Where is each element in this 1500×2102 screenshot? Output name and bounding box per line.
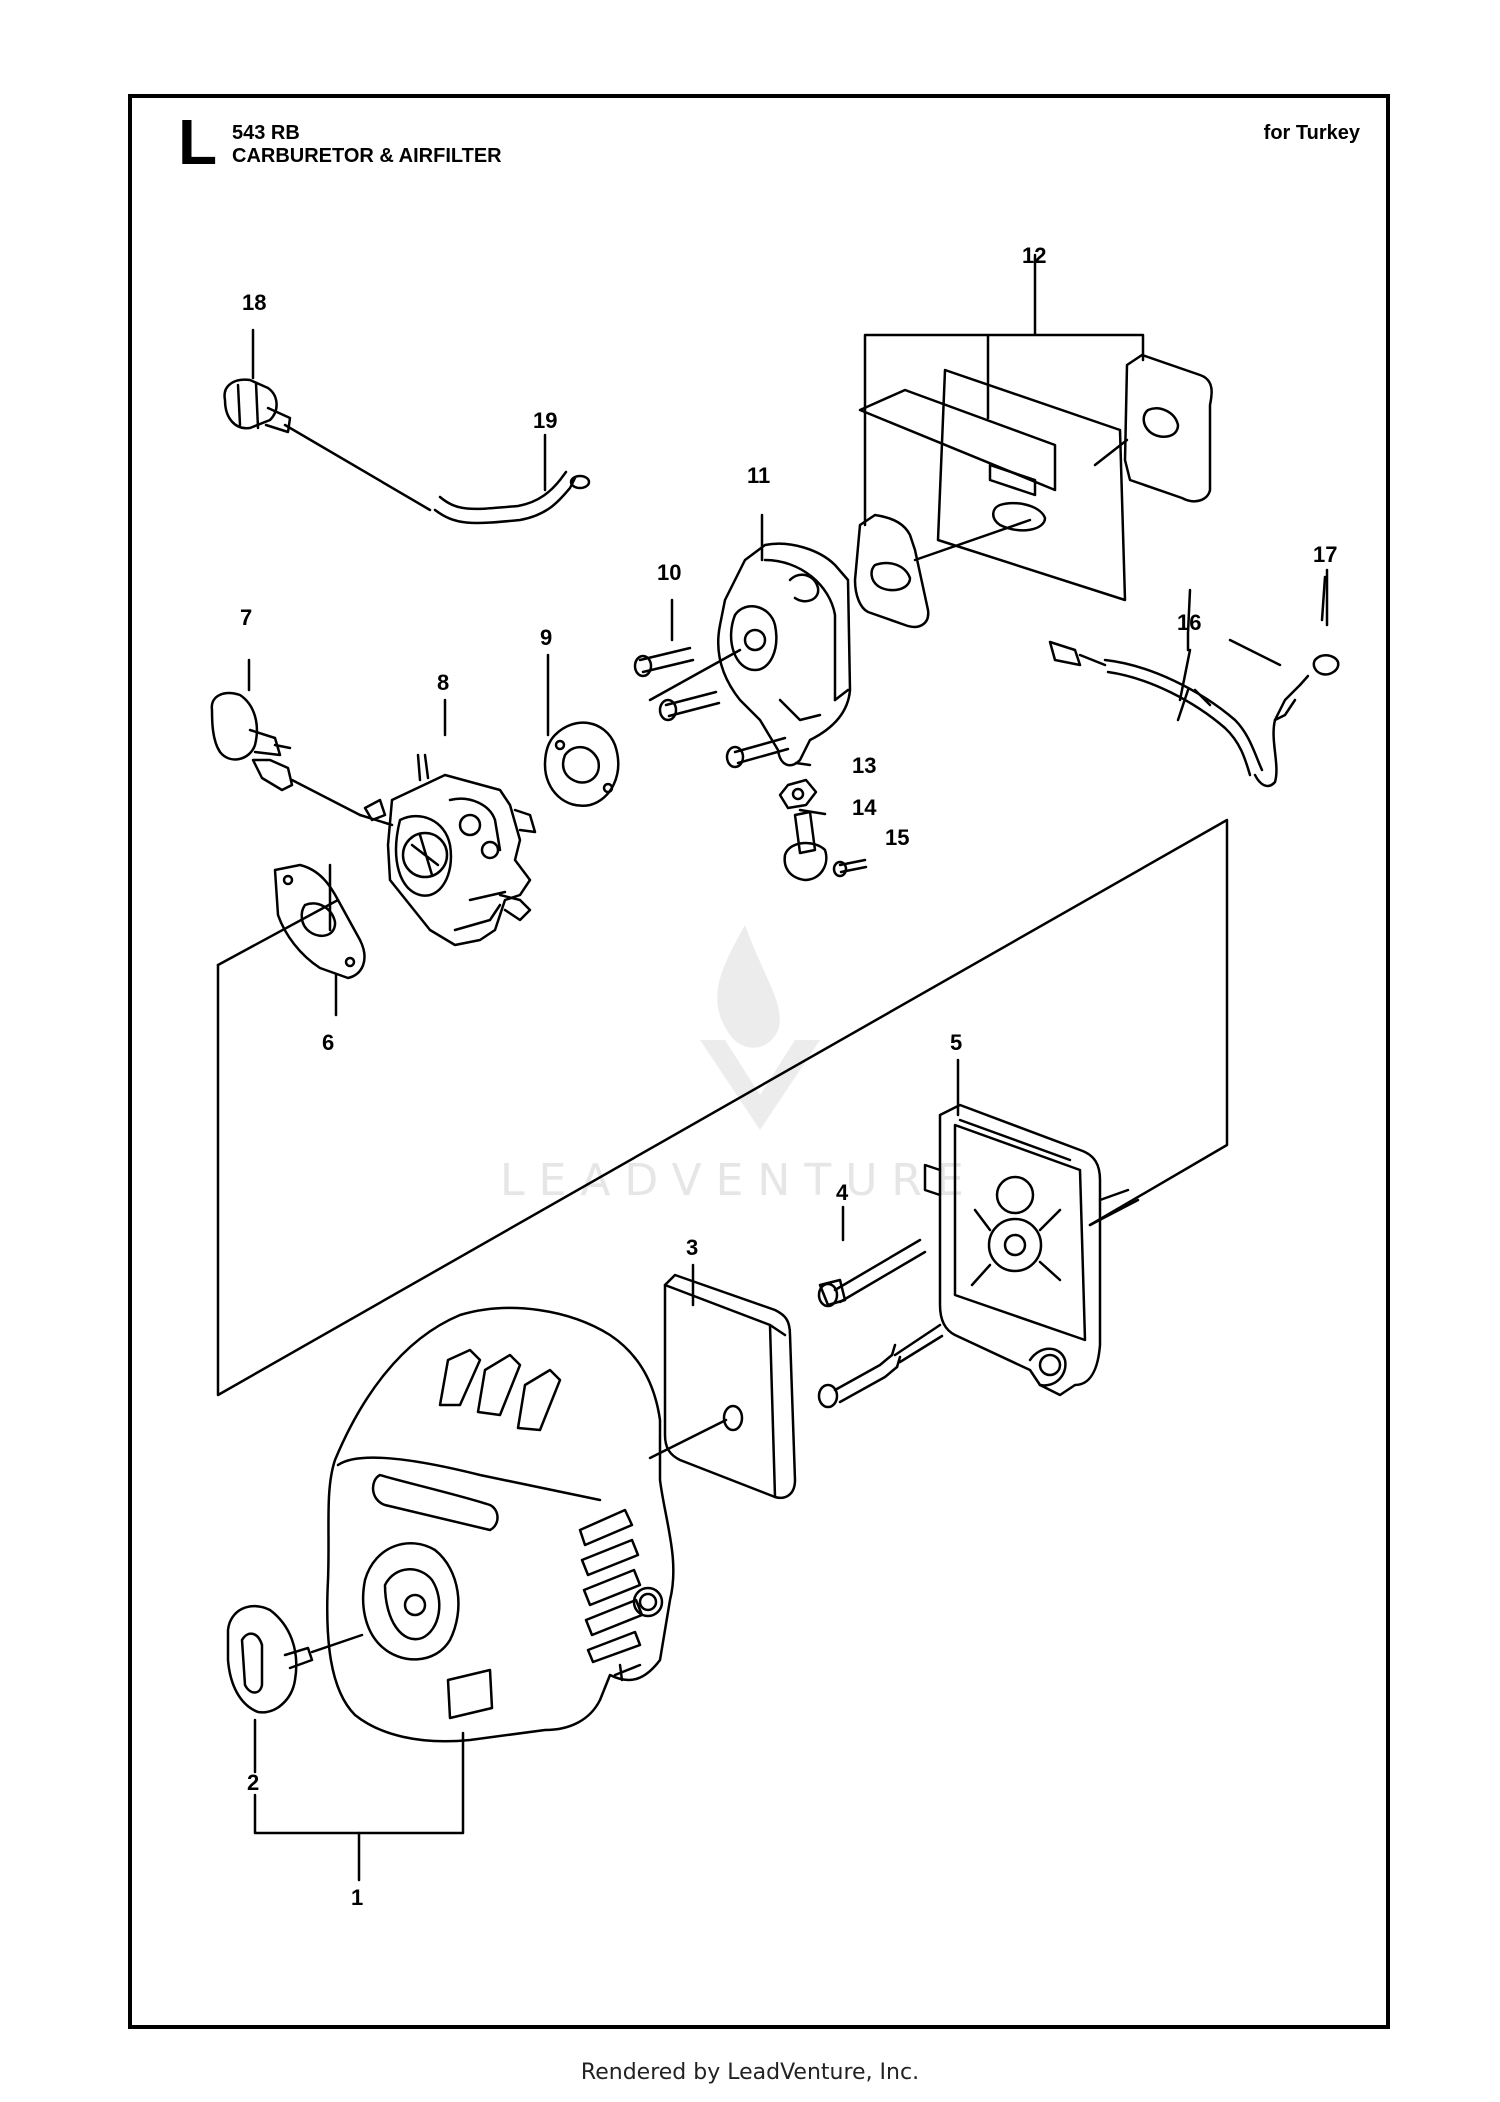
callout-labels: 1 2 3 4 5 6 7 8 9 10 11 12 13 14 15 16 1… <box>240 243 1337 1910</box>
part-cover-knob <box>226 1604 364 1714</box>
watermark-flame-icon <box>717 925 780 1048</box>
part-gasket-plate-set <box>853 353 1213 629</box>
model-name: 543 RB <box>232 122 300 144</box>
part-nut <box>778 778 818 810</box>
part-filter-bolts <box>817 1238 944 1409</box>
part-small-screw <box>832 858 868 878</box>
part-insulator-gasket <box>273 863 366 980</box>
callout-5: 5 <box>950 1030 962 1055</box>
callout-15: 15 <box>885 825 909 850</box>
callout-9: 9 <box>540 625 552 650</box>
callout-2: 2 <box>247 1770 259 1795</box>
watermark: LEADVENTURE <box>500 925 978 1206</box>
part-carburetor-adapter <box>648 542 852 767</box>
callout-6: 6 <box>322 1030 334 1055</box>
part-throttle-cable <box>1048 640 1340 788</box>
part-carburetor <box>358 753 537 947</box>
section-title: CARBURETOR & AIRFILTER <box>232 145 502 167</box>
watermark-text: LEADVENTURE <box>500 1155 978 1206</box>
callout-14: 14 <box>852 795 877 820</box>
part-screws-m5 <box>633 646 790 769</box>
part-air-filter <box>648 1273 797 1499</box>
callout-12: 12 <box>1022 243 1046 268</box>
part-choke-lever <box>210 691 362 817</box>
callout-4: 4 <box>836 1180 849 1205</box>
watermark-v-icon <box>700 1040 820 1130</box>
footer-credit: Rendered by LeadVenture, Inc. <box>580 2060 920 2085</box>
callout-19: 19 <box>533 408 557 433</box>
part-fuel-hose <box>433 470 591 525</box>
leader-lines <box>216 253 1329 1882</box>
callout-10: 10 <box>657 560 681 585</box>
callout-1: 1 <box>351 1885 363 1910</box>
region-label: for Turkey <box>1263 122 1360 144</box>
callout-7: 7 <box>240 605 252 630</box>
part-filter-housing <box>923 1103 1130 1397</box>
callout-17: 17 <box>1313 542 1337 567</box>
callout-8: 8 <box>437 670 449 695</box>
section-letter: L <box>178 106 218 178</box>
part-cylinder-cover <box>325 1306 675 1743</box>
callout-13: 13 <box>852 753 876 778</box>
part-fitting <box>783 810 828 882</box>
callout-18: 18 <box>242 290 266 315</box>
part-primer-bulb <box>223 378 292 434</box>
diagram-frame <box>128 94 1390 2029</box>
callout-11: 11 <box>747 463 770 488</box>
callout-16: 16 <box>1177 610 1201 635</box>
part-carburetor-gasket <box>543 721 620 808</box>
callout-3: 3 <box>686 1235 698 1260</box>
